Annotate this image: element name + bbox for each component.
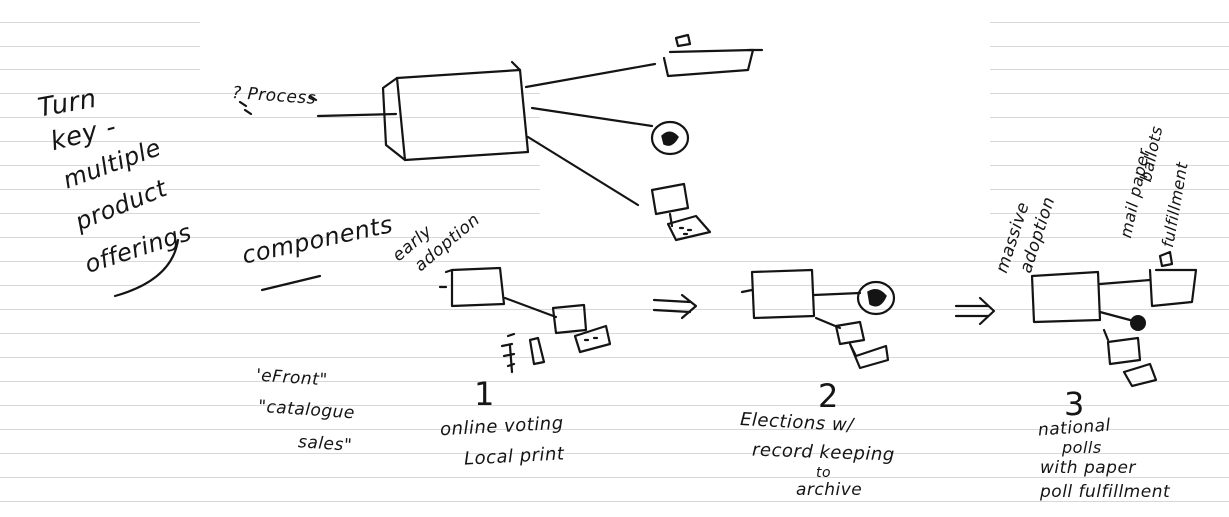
- connector-line: [812, 291, 862, 297]
- stage-3-line-3: with paper: [1040, 458, 1136, 478]
- ruled-line: [0, 333, 1229, 334]
- ruled-line: [0, 453, 1229, 454]
- ruled-line: [0, 501, 1229, 502]
- transition-arrow: [954, 296, 996, 326]
- stage-2-number: 2: [818, 377, 839, 415]
- stage-3-line-1: national: [1037, 415, 1112, 441]
- ruled-line: [0, 405, 1229, 406]
- ruled-line: [0, 309, 1229, 310]
- quote-marks: [238, 94, 318, 108]
- stage-3-computer-icon: [1106, 336, 1158, 388]
- process-bracket-mark: [243, 108, 253, 116]
- connector-line: [526, 135, 640, 207]
- stage-2-line-4: archive: [796, 480, 863, 500]
- ruled-line: [0, 477, 1229, 478]
- connector-line: [524, 62, 657, 89]
- stage-3-line-2: polls: [1062, 438, 1102, 457]
- blank-patch: [540, 0, 990, 235]
- stage-1-line-2: Local print: [463, 443, 565, 470]
- stage-1-computer-icon: [551, 303, 612, 354]
- connector-line: [1098, 278, 1152, 286]
- transition-arrow: [652, 293, 698, 320]
- turnkey-flourish: [113, 238, 180, 298]
- ruled-line: [0, 357, 1229, 358]
- stage-3-printer-icon: [1148, 250, 1198, 308]
- ruled-line: [0, 261, 1229, 262]
- ruled-line: [0, 237, 1229, 238]
- stage-2-line-3: to: [816, 465, 832, 481]
- stage-1-number: 1: [474, 375, 495, 413]
- stage-3-disc-icon: [1130, 315, 1146, 331]
- stage-1-box: [438, 266, 506, 308]
- ruled-line: [0, 381, 1229, 382]
- ruled-line: [0, 285, 1229, 286]
- sales-label: sales": [297, 432, 353, 456]
- stage-3-box: [1030, 270, 1102, 324]
- stage-2-line-2: record keeping: [751, 439, 896, 466]
- process-box: [381, 60, 530, 162]
- stage-2-computer-icon: [834, 320, 890, 370]
- efront-label: 'eFront": [255, 365, 329, 391]
- disc-icon: [650, 120, 690, 156]
- connector-line: [1102, 328, 1110, 342]
- connector-line: [1098, 310, 1132, 322]
- process-input-line: [316, 112, 398, 118]
- ruled-line: [0, 429, 1229, 430]
- stage-2-box: [740, 268, 816, 320]
- stage-2-disc-icon: [856, 280, 896, 316]
- computer-icon: [650, 182, 712, 242]
- components-underline: [260, 274, 322, 292]
- connector-line: [503, 296, 558, 319]
- connector-line: [530, 106, 654, 128]
- stage-1-printer-icon: [500, 332, 546, 374]
- printer-icon: [662, 33, 764, 78]
- stage-3-number: 3: [1064, 385, 1085, 423]
- stage-3-line-4: poll fulfillment: [1040, 482, 1171, 502]
